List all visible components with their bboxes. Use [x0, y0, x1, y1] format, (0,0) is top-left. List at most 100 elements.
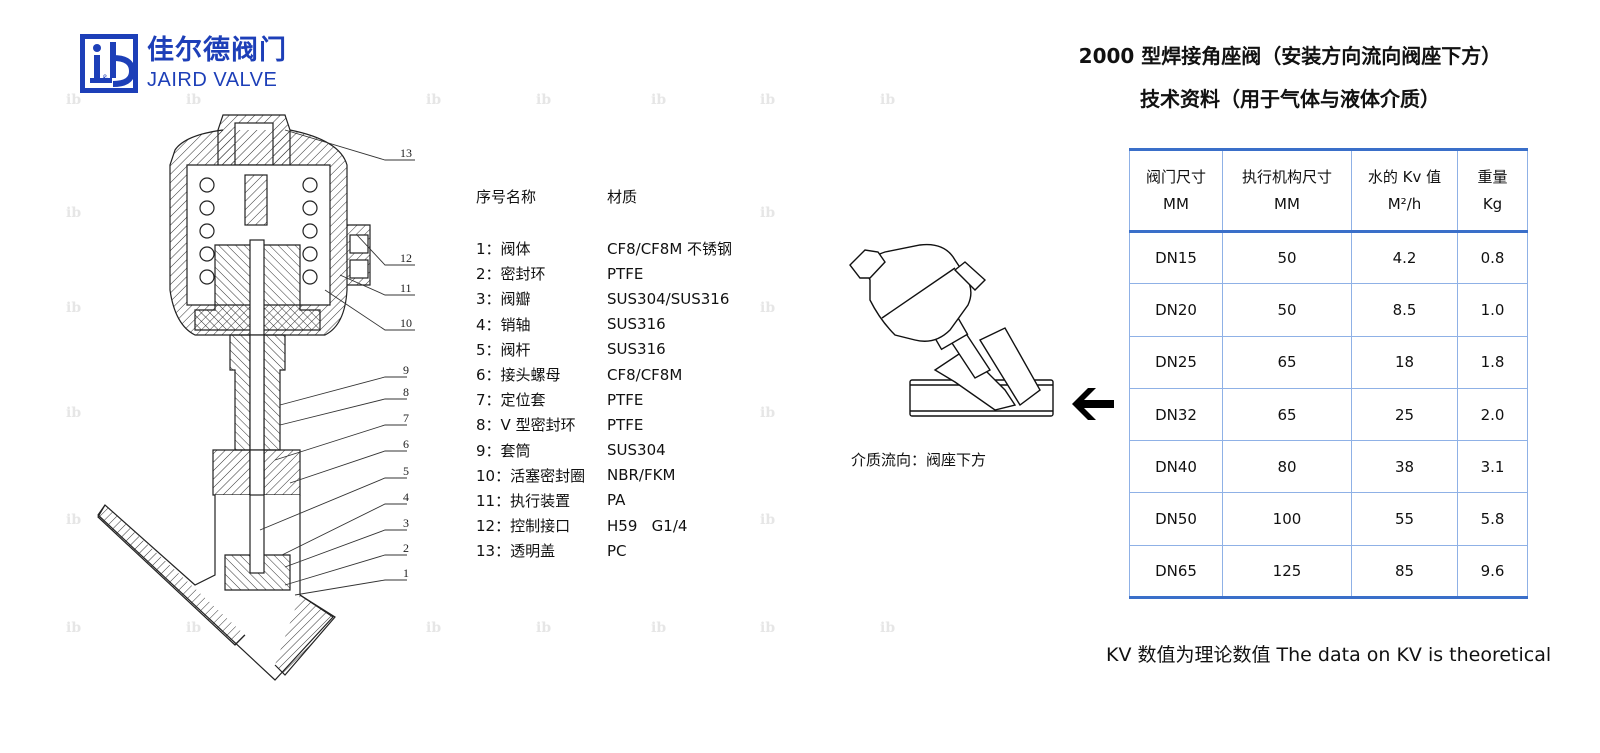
part-name: 8：V 型密封环: [476, 416, 576, 435]
watermark: ib: [651, 620, 667, 636]
flow-direction-caption: 介质流向：阀座下方: [851, 451, 987, 469]
svg-text:&: &: [102, 73, 108, 83]
part-name: 7：定位套: [476, 391, 546, 410]
watermark: ib: [760, 512, 776, 528]
part-material: NBR/FKM: [607, 466, 676, 485]
document-title: 2000 型焊接角座阀（安装方向流向阀座下方） 技术资料（用于气体与液体介质）: [1040, 40, 1540, 112]
part-row: 3：阀瓣 SUS304/SUS316: [476, 286, 732, 311]
part-row: 11：执行装置 PA: [476, 488, 732, 513]
angle-seat-valve-outline: [849, 243, 1054, 417]
part-material: PC: [607, 541, 627, 560]
part-name: 11：执行装置: [476, 491, 571, 510]
part-material: PTFE: [607, 415, 644, 434]
part-material: PTFE: [607, 390, 644, 409]
callout-5: 5: [403, 464, 409, 478]
watermark: ib: [66, 205, 82, 221]
part-row: 9：套筒 SUS304: [476, 438, 732, 463]
callout-2: 2: [403, 541, 409, 555]
watermark: ib: [536, 620, 552, 636]
callout-11: 11: [400, 281, 412, 295]
callout-10: 10: [400, 316, 412, 330]
part-material: PA: [607, 491, 626, 510]
part-name: 10：活塞密封圈: [476, 466, 586, 485]
title-line-2: 技术资料（用于气体与液体介质）: [1140, 87, 1440, 111]
kv-note: KV 数值为理论数值 The data on KV is theoretical: [1106, 644, 1552, 666]
part-name: 1：阀体: [476, 240, 531, 259]
watermark: ib: [760, 92, 776, 108]
callout-8: 8: [403, 385, 409, 399]
part-row: 6：接头螺母 CF8/CF8M: [476, 362, 732, 387]
callout-7: 7: [403, 411, 409, 425]
part-name: 9：套筒: [476, 441, 531, 460]
part-name: 3：阀瓣: [476, 290, 531, 309]
part-row: 2：密封环 PTFE: [476, 261, 732, 286]
parts-list: 序号名称 材质 1：阀体 CF8/CF8M 不锈钢 2：密封环 PTFE 3：阀瓣 S…: [476, 186, 732, 563]
brand-name-en: JAIRD VALVE: [147, 69, 278, 91]
watermark: ib: [66, 300, 82, 316]
part-name: 12：控制接口: [476, 517, 571, 536]
part-name: 5：阀杆: [476, 340, 531, 359]
watermark: ib: [760, 405, 776, 421]
watermark: ib: [880, 92, 896, 108]
part-row: 12：控制接口 H59 G1/4: [476, 513, 732, 538]
part-name: 6：接头螺母: [476, 366, 561, 385]
part-material: H59 G1/4: [607, 516, 688, 535]
part-material: CF8/CF8M: [607, 365, 683, 384]
parts-header: 序号名称 材质: [476, 186, 732, 206]
part-row: 8：V 型密封环 PTFE: [476, 412, 732, 437]
callout-6: 6: [403, 437, 409, 451]
arrow-left-icon: [1072, 388, 1114, 420]
part-material: SUS316: [607, 340, 666, 359]
part-material: CF8/CF8M 不锈钢: [607, 240, 733, 259]
part-row: 10：活塞密封圈 NBR/FKM: [476, 463, 732, 488]
callout-9: 9: [403, 363, 409, 377]
part-row: 13：透明盖 PC: [476, 538, 732, 563]
part-material: PTFE: [607, 264, 644, 283]
watermark: ib: [536, 92, 552, 108]
watermark: ib: [880, 620, 896, 636]
part-row: 1：阀体 CF8/CF8M 不锈钢: [476, 236, 732, 261]
part-material: SUS304: [607, 441, 666, 460]
brand-logo: & 佳尔德阀门 JAIRD VALVE: [80, 34, 287, 93]
part-row: 4：销轴 SUS316: [476, 312, 732, 337]
callout-4: 4: [403, 490, 409, 504]
watermark: ib: [760, 300, 776, 316]
callout-12: 12: [400, 251, 412, 265]
watermark: ib: [760, 620, 776, 636]
watermark: ib: [66, 620, 82, 636]
watermark: ib: [760, 205, 776, 221]
parts-header-name: 序号名称: [476, 188, 537, 206]
brand-name-cn: 佳尔德阀门: [147, 35, 287, 66]
valve-cross-section-drawing: 13 12 11 10 9 8 7 6 5 4 3 2 1: [97, 114, 415, 681]
part-row: 5：阀杆 SUS316: [476, 337, 732, 362]
part-material: SUS316: [607, 315, 666, 334]
callout-3: 3: [403, 516, 409, 530]
callout-1: 1: [403, 566, 409, 580]
part-material: SUS304/SUS316: [607, 289, 730, 308]
callout-13: 13: [400, 146, 412, 160]
part-name: 4：销轴: [476, 315, 531, 334]
watermark: ib: [66, 405, 82, 421]
part-row: 7：定位套 PTFE: [476, 387, 732, 412]
parts-header-material: 材质: [607, 188, 638, 206]
title-line-1: 2000 型焊接角座阀（安装方向流向阀座下方）: [1078, 44, 1502, 68]
part-name: 2：密封环: [476, 265, 546, 284]
watermark: ib: [651, 92, 667, 108]
watermark: ib: [66, 512, 82, 528]
watermark: ib: [66, 92, 82, 108]
part-name: 13：透明盖: [476, 542, 556, 561]
logo-mark-icon: &: [80, 34, 138, 93]
